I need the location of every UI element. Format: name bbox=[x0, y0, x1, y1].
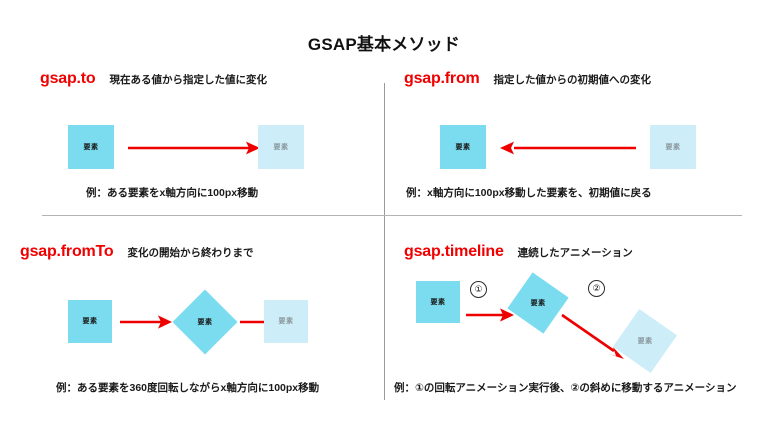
shape-square-faded: 要素 bbox=[258, 125, 304, 169]
heading-gsap-fromto: gsap.fromTo 変化の開始から終わりまで bbox=[20, 243, 254, 261]
caption-gsap-to: 例：ある要素をx軸方向に100px移動 bbox=[86, 187, 259, 199]
caption-gsap-from: 例：x軸方向に100px移動した要素を、初期値に戻る bbox=[406, 187, 652, 199]
shape-label: 要素 bbox=[278, 318, 294, 325]
arrow-right-icon bbox=[466, 308, 514, 322]
horizontal-divider bbox=[42, 215, 742, 216]
arrow-left-icon bbox=[500, 141, 636, 155]
caption-gsap-fromto: 例：ある要素を360度回転しながらx軸方向に100px移動 bbox=[56, 382, 320, 394]
method-description-gsap-from: 指定した値からの初期値への変化 bbox=[493, 74, 652, 86]
step-marker-2: ② bbox=[588, 280, 605, 297]
method-name-gsap-timeline: gsap.timeline bbox=[404, 243, 504, 260]
arrow-right-icon bbox=[120, 315, 172, 329]
shape-square-faded: 要素 bbox=[264, 300, 308, 343]
shape-square-faded: 要素 bbox=[650, 125, 696, 169]
shape-diamond-solid: 要素 bbox=[172, 289, 238, 355]
method-name-gsap-fromto: gsap.fromTo bbox=[20, 243, 114, 260]
shape-label: 要素 bbox=[83, 143, 99, 151]
quadrant-gsap-timeline: gsap.timeline 連続したアニメーション 要素 ① 要素 ② 要素 bbox=[384, 225, 768, 405]
heading-gsap-from: gsap.from 指定した値からの初期値への変化 bbox=[404, 70, 651, 88]
shape-label: 要素 bbox=[530, 299, 546, 307]
shape-label: 要素 bbox=[455, 143, 471, 151]
shape-label: 要素 bbox=[637, 337, 653, 345]
shape-square-solid: 要素 bbox=[440, 125, 486, 169]
shape-label: 要素 bbox=[273, 143, 289, 151]
arrow-right-icon bbox=[128, 141, 260, 155]
method-description-gsap-timeline: 連続したアニメーション bbox=[517, 247, 633, 259]
shape-label: 要素 bbox=[197, 318, 213, 326]
heading-gsap-timeline: gsap.timeline 連続したアニメーション bbox=[404, 243, 633, 261]
method-name-gsap-to: gsap.to bbox=[40, 70, 96, 87]
caption-gsap-timeline: 例：①の回転アニメーション実行後、②の斜めに移動するアニメーション bbox=[394, 382, 737, 394]
shape-label: 要素 bbox=[430, 298, 446, 306]
shape-label: 要素 bbox=[82, 318, 98, 325]
heading-gsap-to: gsap.to 現在ある値から指定した値に変化 bbox=[40, 70, 267, 88]
step-marker-1: ① bbox=[470, 281, 487, 298]
method-description-gsap-fromto: 変化の開始から終わりまで bbox=[127, 247, 254, 259]
method-description-gsap-to: 現在ある値から指定した値に変化 bbox=[109, 74, 268, 86]
method-name-gsap-from: gsap.from bbox=[404, 70, 480, 87]
shape-square-solid: 要素 bbox=[416, 281, 460, 323]
vertical-divider bbox=[384, 83, 385, 400]
shape-square-solid: 要素 bbox=[68, 125, 114, 169]
quadrant-gsap-to: gsap.to 現在ある値から指定した値に変化 要素 要素 例：ある要素をx軸方… bbox=[0, 55, 384, 215]
arrow-down-right-icon bbox=[561, 313, 624, 359]
shape-square-solid: 要素 bbox=[68, 300, 112, 343]
shape-label: 要素 bbox=[665, 143, 681, 151]
page-title: GSAP基本メソッド bbox=[307, 35, 461, 54]
quadrant-gsap-fromto: gsap.fromTo 変化の開始から終わりまで 要素 要素 要素 例：ある要素… bbox=[0, 225, 384, 405]
quadrant-gsap-from: gsap.from 指定した値からの初期値への変化 要素 要素 例：x軸方向に1… bbox=[384, 55, 768, 215]
